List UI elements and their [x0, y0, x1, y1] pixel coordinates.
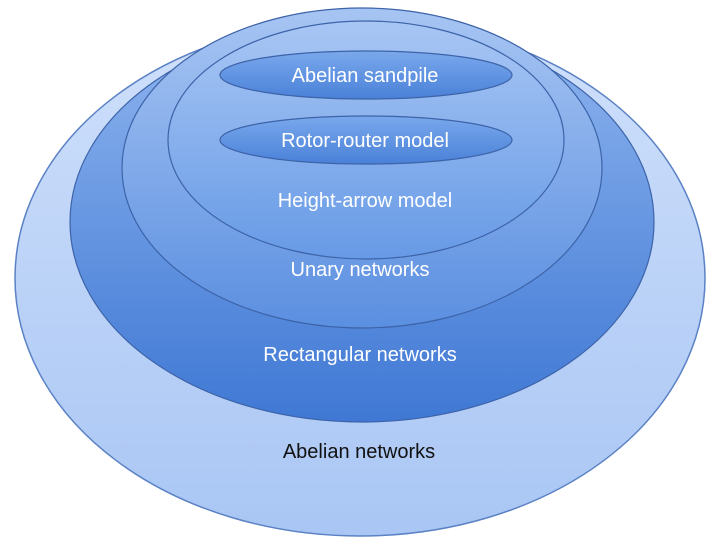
rotor-router-model-ellipse — [219, 115, 513, 165]
rotor-router-model-label: Rotor-router model — [281, 130, 449, 152]
abelian-sandpile-label: Abelian sandpile — [292, 65, 439, 87]
rectangular-networks-label: Rectangular networks — [263, 344, 456, 366]
abelian-networks-label: Abelian networks — [283, 441, 435, 463]
unary-networks-label: Unary networks — [291, 259, 430, 281]
abelian-sandpile-ellipse — [219, 50, 513, 100]
height-arrow-model-label: Height-arrow model — [278, 190, 453, 212]
